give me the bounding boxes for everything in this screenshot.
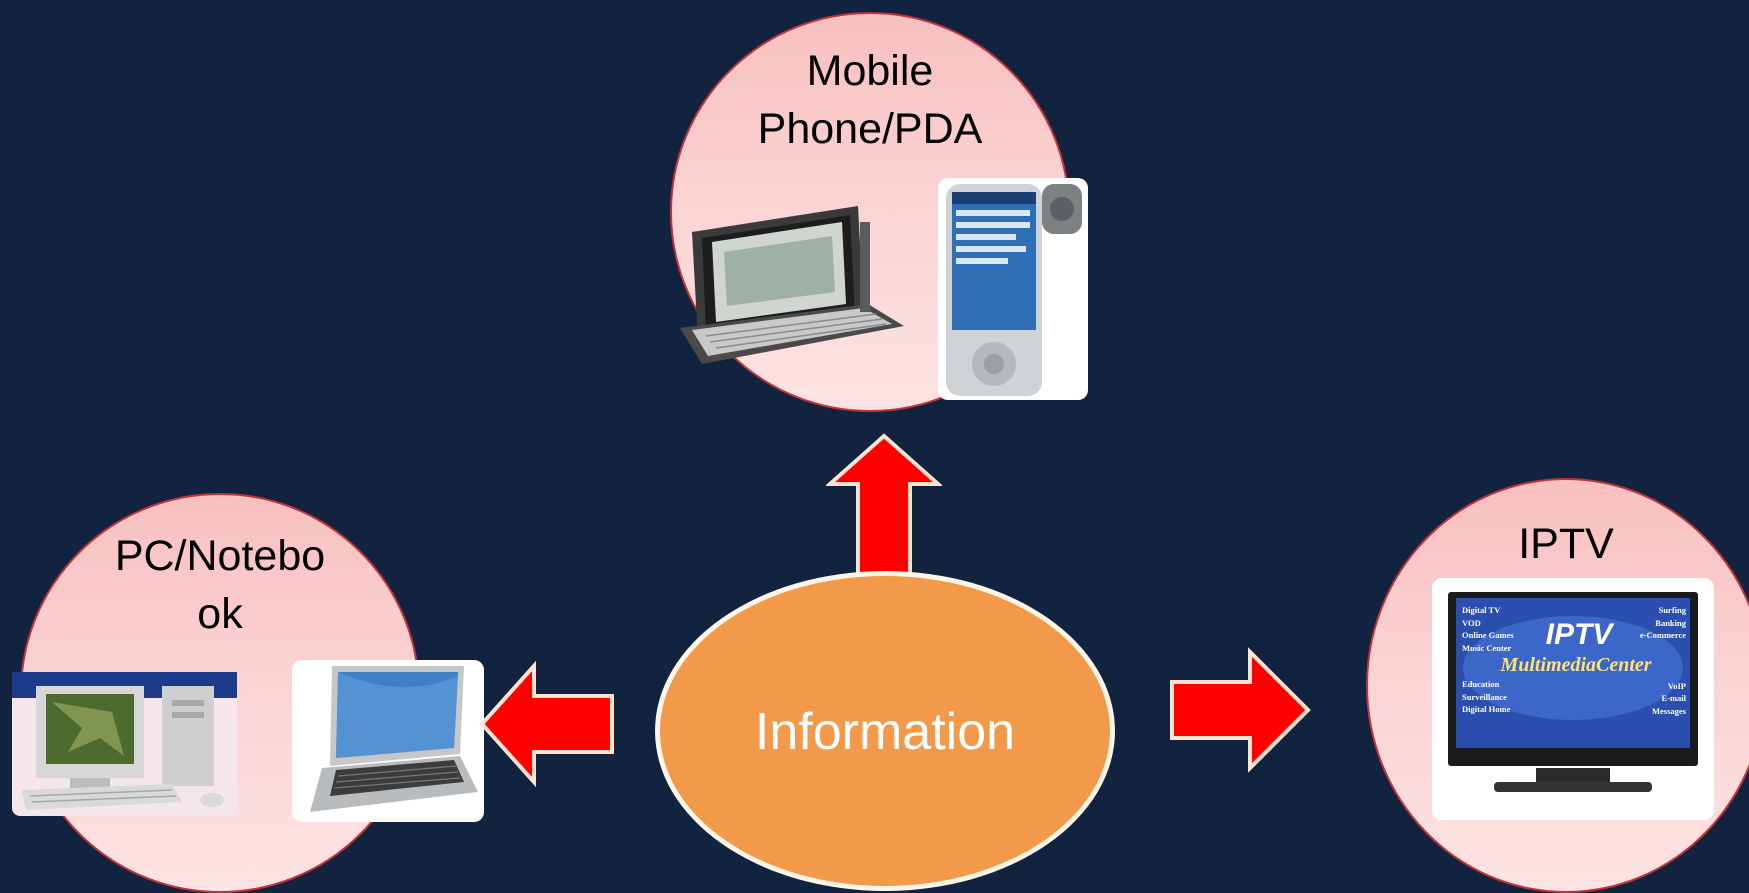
tv-menu-item: Banking [1655,617,1686,628]
tv-icon: IPTV MultimediaCenter Digital TV VOD Onl… [1432,578,1714,820]
tv-menu-item: Messages [1652,705,1686,716]
information-node [655,571,1115,891]
notebook-icon [292,660,484,822]
tv-menu-item: VOD [1462,617,1481,628]
tv-menu-item: Education [1462,679,1500,689]
tv-menu-item: Surfing [1658,605,1686,615]
tv-menu-item: Music Center [1462,642,1512,653]
tv-menu-item: Digital TV [1462,605,1501,615]
tv-left-menu: Digital TV VOD Online Games Music Center… [1462,604,1542,716]
tv-menu-item: Online Games [1462,630,1514,640]
pc-label-line1: PC/Notebo [114,532,326,580]
handheld-pc-icon [680,206,904,364]
pda-phone-icon [938,178,1088,400]
tv-subtitle: MultimediaCenter [1500,654,1652,676]
information-label: Information [754,703,1016,761]
tv-right-menu: Surfing Banking e-Commerce VoIP E-mail M… [1622,604,1686,717]
pc-label-line2: ok [197,590,243,638]
arrow-up-icon [826,433,942,580]
mobile-label-line2: Phone/PDA [757,105,983,153]
tv-menu-item: Surveillance [1462,691,1507,702]
mobile-node-label: Mobile Phone/PDA [700,42,1040,158]
desktop-pc-icon [12,672,237,816]
tv-menu-item: e-Commerce [1639,630,1686,640]
tv-menu-item: E-mail [1661,693,1686,703]
tv-menu-item: Digital Home [1462,704,1511,714]
mobile-label-line1: Mobile [806,47,934,95]
arrow-right-icon [1170,647,1311,773]
tv-title: IPTV [1545,618,1613,651]
pc-node-label: PC/Notebo ok [70,527,370,643]
iptv-node-label: IPTV [1518,520,1614,568]
tv-menu-item: VoIP [1667,680,1686,691]
arrow-left-icon [479,660,614,788]
